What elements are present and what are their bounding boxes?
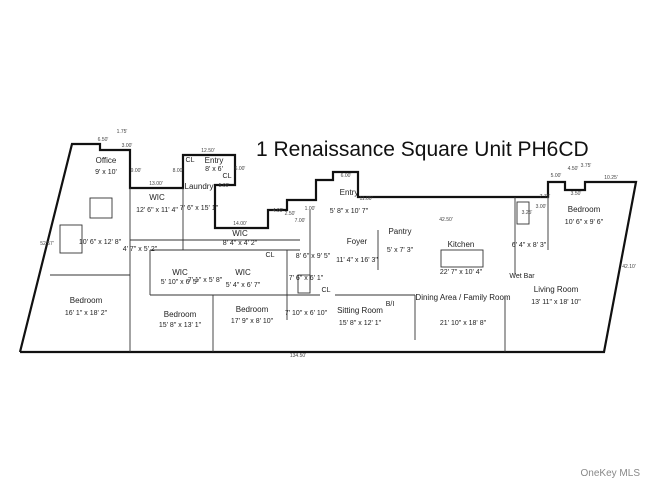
dimension: 5.00' (219, 183, 230, 189)
room-dims: 21' 10" x 18' 8" (440, 320, 487, 327)
dimension: 4.00' (273, 208, 284, 214)
room-name: Pantry (388, 227, 411, 236)
room-dims: 4' 7" x 5' 2" (123, 246, 158, 253)
room-name: Dining Area / Family Room (415, 293, 510, 302)
room-dims: 6' 4" x 8' 3" (512, 242, 547, 249)
room-dims: 5' x 7' 3" (387, 247, 414, 254)
dimension: 12.50' (201, 148, 215, 154)
room-name: Living Room (534, 285, 579, 294)
dimension: 6.00' (341, 173, 352, 179)
walls (18, 142, 638, 354)
dimension: 7.00' (295, 218, 306, 224)
room-name: Office (96, 156, 117, 165)
closet-label: CL (322, 287, 331, 294)
room-name: Wet Bar (509, 273, 535, 280)
room-dims: 15' 8" x 12' 1" (339, 320, 382, 327)
plan-title: 1 Renaissance Square Unit PH6CD (256, 138, 589, 161)
dimension-labels: 6.50' 1.75' 3.00' 9.00' 13.00' 12.50' 8.… (40, 129, 636, 359)
dimension: 134.50' (290, 353, 306, 359)
room-dims: 17' 9" x 8' 10" (231, 318, 274, 325)
closet-label: CL (223, 173, 232, 180)
dimension: 52.57' (40, 241, 54, 247)
dimension: 3.75' (581, 163, 592, 169)
room-labels: Office 9' x 10' WIC 12' 6" x 11' 4" 10' … (65, 156, 604, 329)
room-dims: 10' 6" x 9' 6" (565, 219, 604, 226)
bi-label: B/I (386, 301, 395, 308)
room-name: Bedroom (70, 296, 103, 305)
room-name: Laundry (185, 182, 214, 191)
room-name: WIC (235, 268, 251, 277)
room-name: Entry (340, 188, 359, 197)
dimension: 4.50' (568, 166, 579, 172)
room-name: WIC (232, 229, 248, 238)
room-name: Bedroom (236, 305, 269, 314)
room-name: Kitchen (448, 240, 475, 249)
room-dims: 16' 1" x 18' 2" (65, 310, 108, 317)
room-dims: 8' x 6' (205, 166, 223, 173)
room-dims: 9' x 10' (95, 169, 117, 176)
room-name: Bedroom (568, 205, 601, 214)
dimension: 6.50' (98, 137, 109, 143)
dimension: 9.00' (131, 168, 142, 174)
dimension: 10.25' (604, 175, 618, 181)
room-dims: 7' 10" x 6' 10" (285, 310, 328, 317)
dimension: 3.50' (571, 191, 582, 197)
room-dims: 15' 8" x 13' 1" (159, 322, 202, 329)
dimension: 1.75' (117, 129, 128, 135)
dimension: 6.00' (235, 166, 246, 172)
closet-label: CL (186, 157, 195, 164)
room-dims: 5' 4" x 6' 7" (226, 282, 261, 289)
watermark: OneKey MLS (580, 468, 640, 479)
room-dims: 7' 1" x 5' 8" (188, 277, 223, 284)
dimension: 14.00' (233, 221, 247, 227)
room-dims: 10' 6" x 12' 8" (79, 239, 122, 246)
room-dims: 22' 7" x 10' 4" (440, 269, 483, 276)
dimension: 8.00' (173, 168, 184, 174)
closet-label: CL (266, 252, 275, 259)
room-name: WIC (172, 268, 188, 277)
room-dims: 5' 10" x 6' 5" (161, 279, 200, 286)
room-dims: 11' 4" x 16' 3" (336, 257, 378, 264)
dimension: 3.00' (536, 204, 547, 210)
room-dims: 12' 6" x 11' 4" (136, 207, 178, 214)
room-dims: 5' 8" x 10' 7" (330, 208, 369, 215)
dimension: 3.25' (522, 210, 533, 216)
room-name: Entry (205, 156, 224, 165)
dimension: 1.00' (305, 206, 316, 212)
dimension: 3.00' (122, 143, 133, 149)
room-dims: 7' 6" x 6' 1" (289, 275, 324, 282)
dimension: 7.75' (540, 194, 551, 200)
room-dims: 7' 6" x 15' 1" (180, 205, 219, 212)
room-name: Foyer (347, 237, 368, 246)
room-name: Bedroom (164, 310, 197, 319)
dimension: 13.00' (149, 181, 163, 187)
dimension: 2.50' (285, 211, 296, 217)
room-dims: 13' 11" x 18' 10" (531, 299, 581, 306)
dimension: 11.00' (359, 196, 372, 202)
room-dims: 8' 4" x 4' 2" (223, 240, 258, 247)
room-name: WIC (149, 193, 165, 202)
dimension: 42.50' (439, 217, 453, 223)
dimension: 5.00' (551, 173, 562, 179)
room-name: Sitting Room (337, 306, 383, 315)
dimension: 42.10' (622, 264, 636, 270)
room-dims: 8' 6" x 9' 5" (296, 253, 331, 260)
